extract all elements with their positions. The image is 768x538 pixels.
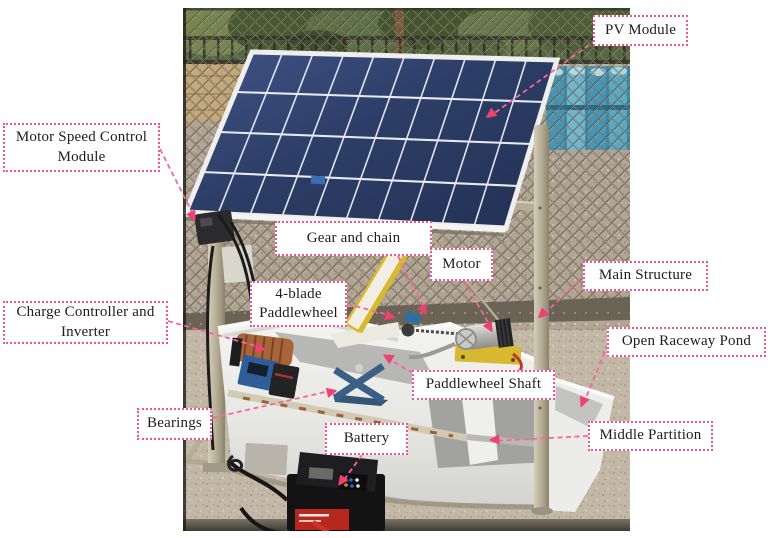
label-motor-speed-control: Motor Speed Control Module bbox=[3, 123, 160, 172]
label-pv-module: PV Module bbox=[593, 15, 688, 46]
label-four-blade-paddlewheel: 4-blade Paddlewheel bbox=[250, 281, 347, 327]
label-gear-and-chain: Gear and chain bbox=[275, 221, 432, 256]
label-main-structure: Main Structure bbox=[583, 261, 708, 291]
label-bearings: Bearings bbox=[137, 408, 212, 440]
label-battery: Battery bbox=[325, 423, 408, 455]
label-open-raceway-pond: Open Raceway Pond bbox=[607, 327, 766, 357]
bearing-block bbox=[333, 363, 388, 406]
label-charge-controller: Charge Controller and Inverter bbox=[3, 301, 168, 344]
gray-block bbox=[244, 442, 288, 476]
middle-partition-wall bbox=[462, 392, 498, 465]
label-middle-partition: Middle Partition bbox=[588, 421, 713, 451]
label-motor: Motor bbox=[430, 248, 493, 281]
label-paddlewheel-shaft: Paddlewheel Shaft bbox=[412, 370, 555, 400]
